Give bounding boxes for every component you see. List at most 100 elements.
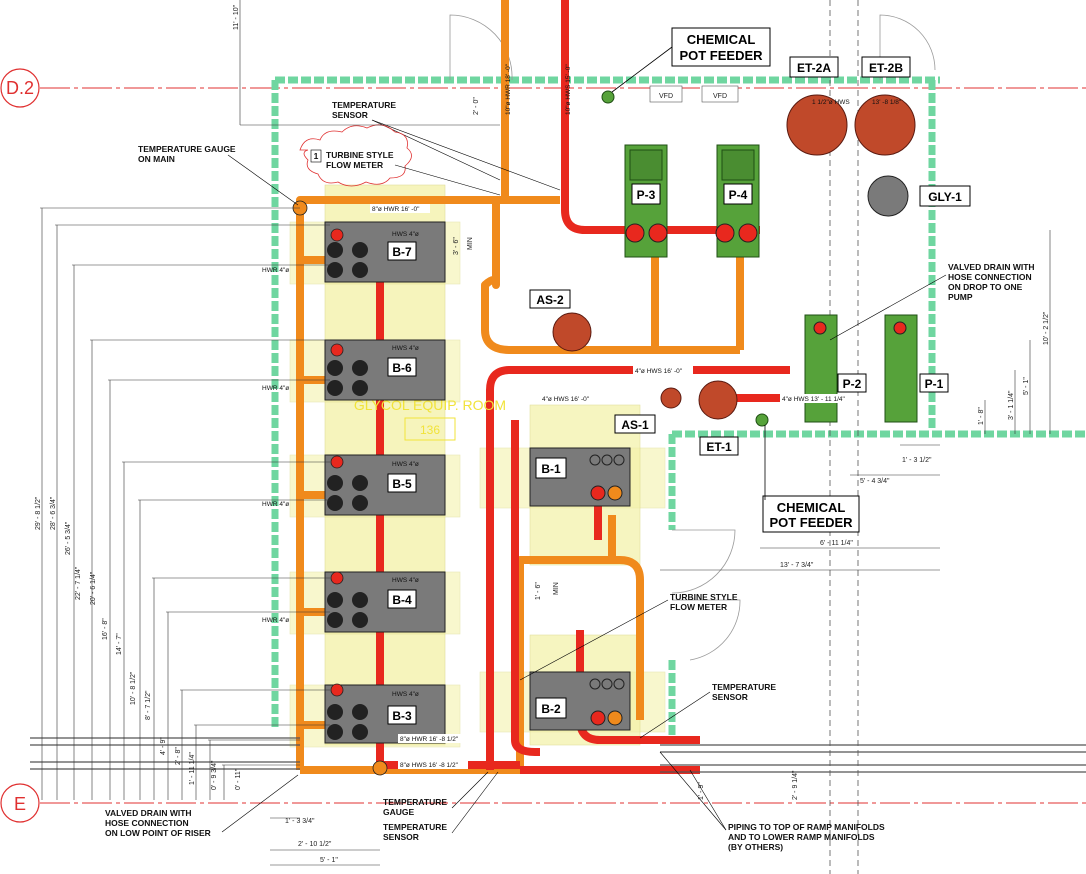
pipe-label: 8"ø HWR 16' -0" (372, 206, 420, 213)
dim-label: 0' - 9 3/4" (211, 760, 218, 790)
boiler-b3[interactable]: B-3 (324, 684, 446, 744)
callout-valved-drain-top: VALVED DRAIN WITH HOSE CONNECTION ON DRO… (829, 262, 1035, 341)
dim-label: 1' - 6" (535, 582, 542, 600)
pipe-label: HWS 4"ø (392, 461, 419, 468)
callout-text: HOSE CONNECTION (105, 818, 189, 828)
door-swing-mid (671, 529, 736, 594)
boiler-tag-b3: B-3 (392, 709, 412, 723)
dim-label: MIN (553, 582, 560, 595)
dim-label: 5' - 1" (320, 857, 338, 864)
dim-label: 26' - 5 3/4" (65, 521, 72, 555)
pipe-label: 1 1/2"ø HWS (812, 99, 850, 106)
callout-text: TEMPERATURE (383, 797, 447, 807)
air-separator-as2[interactable]: AS-2 (529, 289, 592, 352)
expansion-tank-et2a[interactable]: ET-2A (786, 56, 848, 156)
room-tag: GLYCOL EQUIP. ROOM 136 (354, 397, 506, 441)
dim-label: 6' - 11 1/4" (820, 540, 853, 547)
dim-label: 5' - 1" (1023, 377, 1030, 395)
callout-text: GAUGE (383, 807, 415, 817)
callout-text: ON LOW POINT OF RISER (105, 828, 211, 838)
boiler-b5[interactable]: B-5 (324, 454, 446, 516)
callout-text: CHEMICAL (687, 32, 756, 47)
vfd-boxes: VFD VFD (649, 85, 739, 103)
air-separator-as1[interactable]: AS-1 (614, 387, 682, 434)
callout-text: TEMPERATURE (383, 822, 447, 832)
dim-label: 2' - 8" (175, 747, 182, 765)
callout-text: TEMPERATURE (332, 100, 396, 110)
vfd-label-2: VFD (713, 93, 727, 100)
dim-label: 13' - 7 3/4" (780, 562, 814, 569)
callout-text: ON MAIN (138, 154, 175, 164)
pump-p4[interactable]: P-4 (715, 144, 760, 258)
pipe-label: 10"ø HWS 15' -0" (565, 64, 572, 115)
boiler-tag-b1: B-1 (541, 462, 561, 476)
boiler-tag-b7: B-7 (392, 245, 412, 259)
callout-text: TEMPERATURE GAUGE (138, 144, 236, 154)
door-swing-top-right (879, 14, 936, 80)
pipe-label: 8"ø HWS 16' -8 1/2" (400, 762, 459, 769)
pump-p3[interactable]: P-3 (624, 144, 668, 258)
pipe-label: HWS 4"ø (392, 231, 419, 238)
boiler-b1[interactable]: B-1 (529, 447, 631, 507)
expansion-tank-et2b[interactable]: ET-2B (854, 56, 916, 156)
door-swing-top (449, 14, 513, 81)
pipe-label: HWS 4"ø (392, 577, 419, 584)
dim-label: 16' - 8" (102, 618, 109, 640)
boiler-tag-b2: B-2 (541, 702, 561, 716)
equipment-tag-as2: AS-2 (536, 293, 564, 307)
callout-temp-sensor-right: TEMPERATURE SENSOR (639, 682, 776, 739)
boiler-b6[interactable]: B-6 (324, 339, 446, 401)
dim-label: 1' - 11 1/4" (189, 752, 196, 785)
boiler-tag-b6: B-6 (392, 361, 412, 375)
pipe-label: HWR 4"ø (262, 501, 289, 508)
pipe-label: 10"ø HWR 18' -0" (505, 63, 512, 115)
callout-text: SENSOR (712, 692, 748, 702)
dim-label: 2' - 0" (473, 97, 480, 115)
boiler-b4[interactable]: B-4 (324, 571, 446, 633)
equipment-tag-as1: AS-1 (621, 418, 649, 432)
pipe-label: HWS 4"ø (392, 691, 419, 698)
boiler-b7[interactable]: B-7 (324, 221, 446, 283)
revision-tag: 1 (314, 151, 319, 161)
callout-text: FLOW METER (670, 602, 727, 612)
pipe-label: HWR 4"ø (262, 385, 289, 392)
equipment-tag-et2a: ET-2A (797, 61, 831, 75)
room-number: 136 (420, 423, 440, 437)
ramp-manifold-piping (30, 737, 1086, 773)
callout-text: HOSE CONNECTION (948, 272, 1032, 282)
dim-label: 20' - 6 1/4" (90, 571, 97, 605)
pump-p2[interactable]: P-2 (804, 314, 867, 423)
callout-text: VALVED DRAIN WITH (948, 262, 1035, 272)
callout-temp-sensor-bottom: TEMPERATURE SENSOR (383, 771, 499, 842)
callout-text: VALVED DRAIN WITH (105, 808, 192, 818)
boiler-tag-b4: B-4 (392, 593, 412, 607)
pump-p1[interactable]: P-1 (884, 314, 949, 423)
dim-label: 4' - 9" (160, 737, 167, 755)
grid-label-d2: D.2 (6, 78, 34, 98)
grid-label-e: E (14, 794, 26, 814)
boiler-b2[interactable]: B-2 (529, 671, 631, 731)
callout-text: POT FEEDER (769, 515, 853, 530)
dim-label: 3' - 6" (453, 237, 460, 255)
callout-text: FLOW METER (326, 160, 383, 170)
pipe-label: 4"ø HWS 16' -0" (542, 396, 590, 403)
callout-chem-feeder-mid: CHEMICAL POT FEEDER (762, 425, 860, 533)
callout-text: POT FEEDER (679, 48, 763, 63)
callout-text: PIPING TO TOP OF RAMP MANIFOLDS (728, 822, 885, 832)
equipment-tag-et1: ET-1 (706, 440, 732, 454)
dim-label: 10' - 8 1/2" (130, 671, 137, 705)
grid-bubble-d2: D.2 (0, 68, 40, 108)
equipment-tag-gly1: GLY-1 (928, 190, 962, 204)
callout-text: SENSOR (383, 832, 419, 842)
dim-label: 22' - 7 1/4" (75, 566, 82, 600)
expansion-tank-et1[interactable]: ET-1 (698, 380, 739, 456)
glycol-tank-gly1[interactable]: GLY-1 (867, 175, 971, 217)
callout-turbine-top: 1 TURBINE STYLE FLOW METER (299, 124, 501, 196)
callout-temp-gauge-main: TEMPERATURE GAUGE ON MAIN (138, 144, 299, 206)
pipe-label: HWR 4"ø (262, 617, 289, 624)
dim-label: 0' - 11" (235, 768, 242, 790)
dim-label: 1' - 9" (698, 782, 705, 800)
dim-label: 5' - 4 3/4" (860, 478, 890, 485)
pipe-label: 4"ø HWS 16' -0" (635, 368, 683, 375)
pump-tag-p2: P-2 (843, 377, 862, 391)
